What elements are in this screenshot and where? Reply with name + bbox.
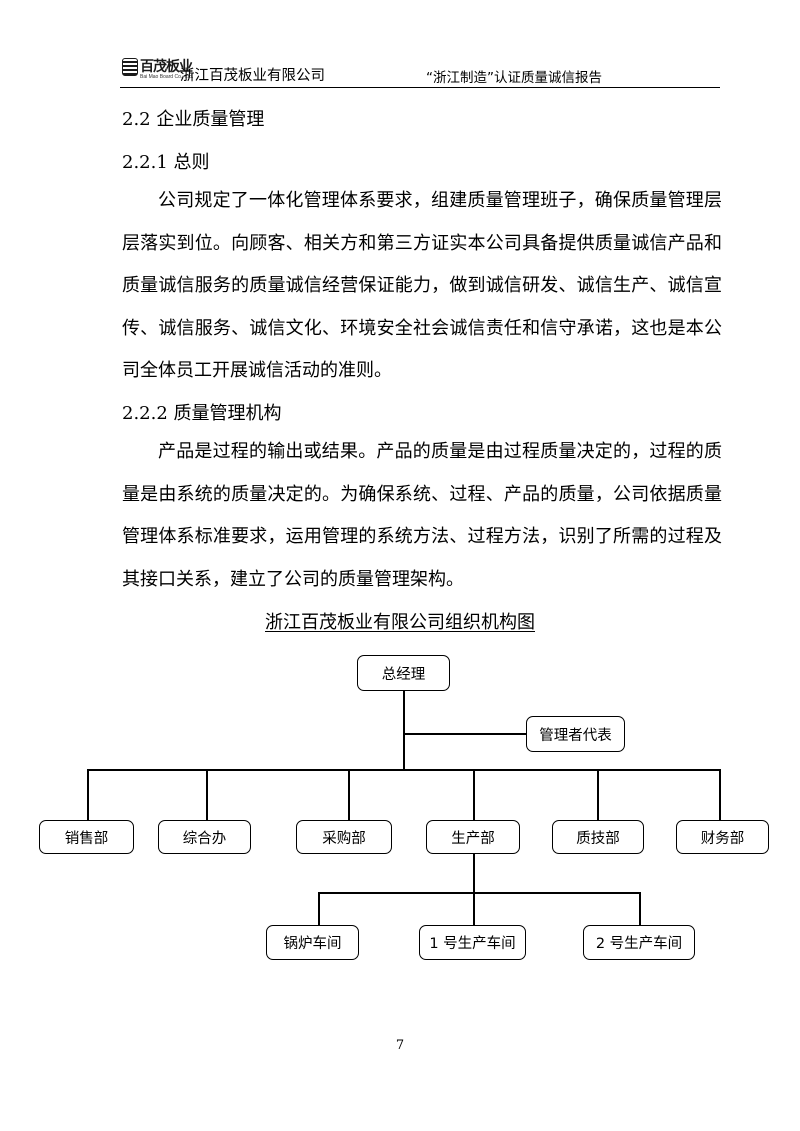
org-node-management-representative: 管理者代表: [526, 716, 625, 752]
connector-department-bus: [87, 769, 720, 771]
org-node-workshop: 锅炉车间: [266, 925, 359, 960]
org-node-workshop: 2 号生产车间: [583, 925, 695, 960]
header-report-title: “浙江制造”认证质量诚信报告: [426, 70, 602, 86]
connector-representative: [403, 733, 526, 735]
org-node-workshop: 1 号生产车间: [419, 925, 526, 960]
logo-name: 百茂板业: [140, 59, 193, 75]
company-logo: 百茂板业 Bai Mao Board Co., Ltd.: [122, 57, 193, 83]
org-node-department: 采购部: [296, 820, 392, 854]
connector-dept-admin: [206, 769, 208, 820]
connector-workshop-2: [639, 892, 641, 925]
connector-dept-finance: [719, 769, 721, 820]
connector-top-vertical: [403, 690, 405, 770]
logo-subtitle: Bai Mao Board Co., Ltd.: [140, 74, 194, 80]
org-chart-title: 浙江百茂板业有限公司组织机构图: [265, 612, 535, 633]
header-rule: [120, 87, 720, 88]
paragraph-general: 公司规定了一体化管理体系要求，组建质量管理班子，确保质量管理层层落实到位。向顾客…: [122, 190, 722, 381]
connector-dept-purchasing: [348, 769, 350, 820]
connector-dept-production: [473, 769, 475, 820]
logo-emblem-icon: [122, 58, 138, 76]
org-node-department: 综合办: [158, 820, 251, 854]
org-node-department: 财务部: [676, 820, 769, 854]
connector-dept-quality: [597, 769, 599, 820]
connector-production-vertical: [473, 853, 475, 893]
connector-workshop-1: [473, 892, 475, 925]
org-node-department: 质技部: [552, 820, 644, 854]
section-title: 2.2 企业质量管理: [122, 109, 265, 130]
org-node-department: 生产部: [426, 820, 520, 854]
subsection-title-quality-org: 2.2.2 质量管理机构: [122, 403, 282, 424]
header-company-name: 浙江百茂板业有限公司: [180, 68, 325, 84]
page-number: 7: [395, 1038, 405, 1053]
org-node-general-manager: 总经理: [357, 655, 450, 691]
subsection-title-general: 2.2.1 总则: [122, 152, 210, 173]
org-node-department: 销售部: [39, 820, 134, 854]
connector-dept-sales: [87, 769, 89, 820]
connector-workshop-boiler: [318, 892, 320, 925]
connector-workshop-bus: [318, 892, 640, 894]
paragraph-quality-org: 产品是过程的输出或结果。产品的质量是由过程质量决定的，过程的质量是由系统的质量决…: [122, 441, 722, 590]
